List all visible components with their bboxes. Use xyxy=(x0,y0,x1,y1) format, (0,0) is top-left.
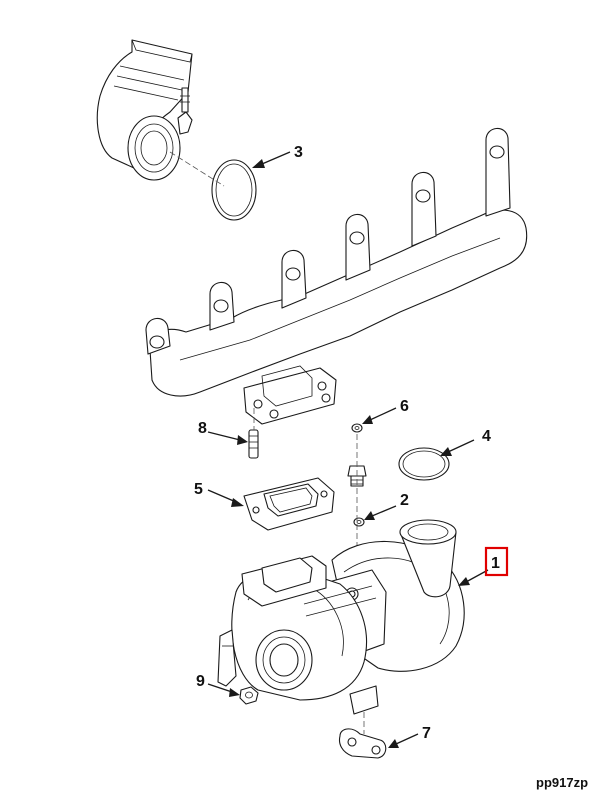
callout-6[interactable]: 6 xyxy=(400,398,409,415)
sealing-washer-bottom[interactable] xyxy=(353,517,365,527)
callout-5[interactable]: 5 xyxy=(194,481,203,498)
callout-1-highlight[interactable]: 1 xyxy=(484,546,509,577)
exhaust-manifold[interactable] xyxy=(145,127,528,425)
leader-lines xyxy=(207,151,489,748)
exhaust-outlet-elbow[interactable] xyxy=(96,39,193,181)
drain-nut[interactable] xyxy=(239,686,259,705)
callout-3[interactable]: 3 xyxy=(294,144,303,161)
callout-7[interactable]: 7 xyxy=(422,725,431,742)
callout-1: 1 xyxy=(491,555,500,572)
callout-9[interactable]: 9 xyxy=(196,673,205,690)
axis-elbow xyxy=(169,151,225,187)
oil-drain-gasket-ring[interactable] xyxy=(398,447,450,481)
outlet-gasket-ring[interactable] xyxy=(211,159,257,221)
oil-drain-gasket[interactable] xyxy=(338,728,387,759)
callout-8[interactable]: 8 xyxy=(198,420,207,437)
sealing-washer-top[interactable] xyxy=(351,423,363,433)
mounting-stud[interactable] xyxy=(248,429,259,459)
callout-4[interactable]: 4 xyxy=(482,428,491,445)
callout-2[interactable]: 2 xyxy=(400,492,409,509)
turbocharger-assembly[interactable] xyxy=(217,519,465,715)
reference-code: pp917zp xyxy=(536,775,588,790)
turbo-flange-gasket[interactable] xyxy=(243,477,335,531)
